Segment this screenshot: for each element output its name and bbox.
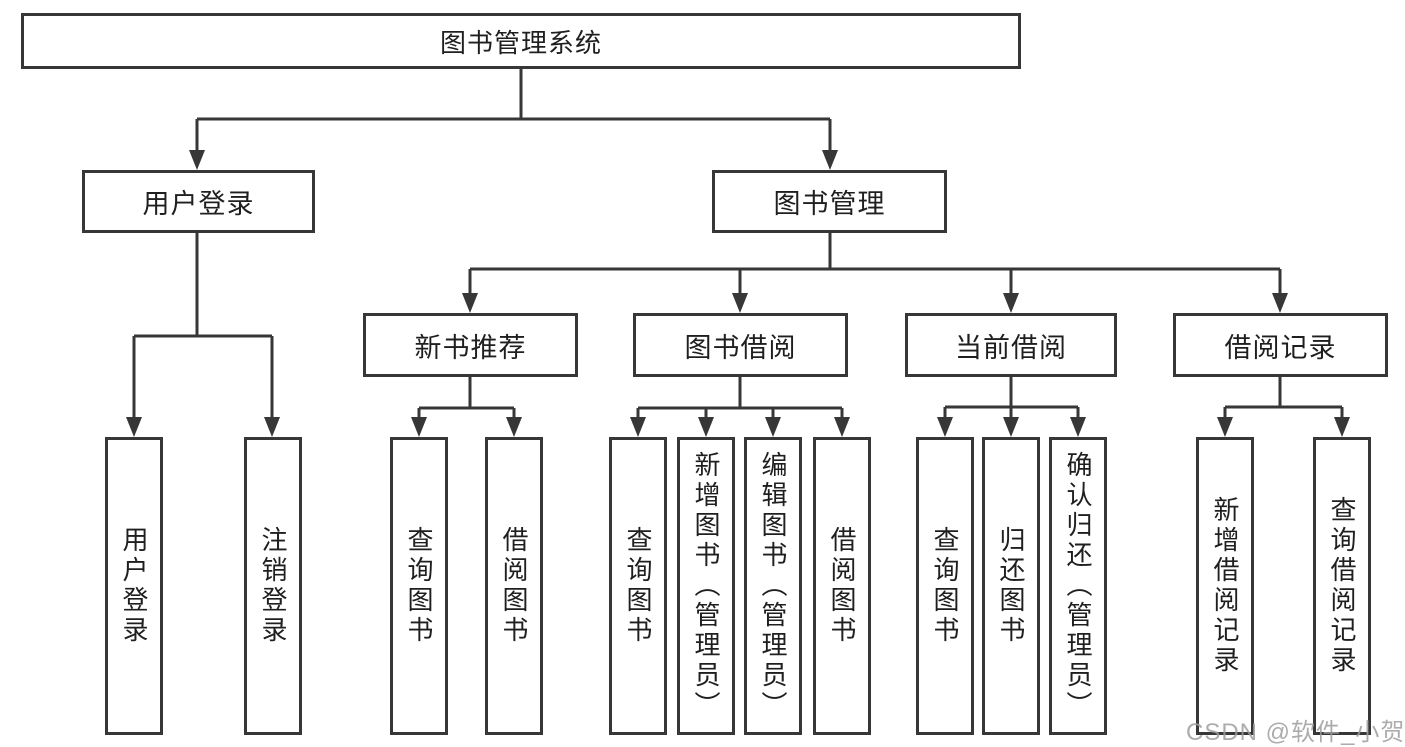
node-book-borrow: 图书借阅 (633, 313, 848, 377)
leaf-query-books-borrow: 查询图书 (609, 437, 667, 735)
arrow-down-icon (264, 417, 280, 437)
leaf-query-books-recommend: 查询图书 (390, 437, 448, 735)
arrow-down-icon (698, 417, 714, 437)
node-borrow-records: 借阅记录 (1173, 313, 1388, 377)
connector-newbook-to-leaves (417, 377, 516, 419)
leaf-label: 查询图书 (930, 526, 960, 646)
leaf-label: 新增借阅记录 (1210, 496, 1240, 676)
leaf-add-borrow-record: 新增借阅记录 (1196, 437, 1254, 735)
leaf-borrow-books-recommend: 借阅图书 (485, 437, 543, 735)
node-library-management-system: 图书管理系统 (21, 13, 1021, 69)
leaf-label: 编辑图书（管理员） (758, 451, 788, 721)
leaf-label: 借阅图书 (499, 526, 529, 646)
node-new-book-recommend: 新书推荐 (363, 313, 578, 377)
arrow-down-icon (189, 150, 205, 170)
leaf-label: 注销登录 (258, 526, 288, 646)
arrow-down-icon (834, 417, 850, 437)
leaf-logout: 注销登录 (244, 437, 302, 735)
arrow-down-icon (411, 417, 427, 437)
node-book-management: 图书管理 (712, 170, 947, 233)
connector-bookborrow-to-leaves (636, 377, 844, 419)
arrow-down-icon (1334, 417, 1350, 437)
arrow-down-icon (462, 293, 478, 313)
leaf-query-borrow-record: 查询借阅记录 (1313, 437, 1371, 735)
connector-bookmgmt-to-level3 (468, 233, 1282, 295)
arrow-down-icon (126, 417, 142, 437)
arrow-down-icon (732, 293, 748, 313)
leaf-query-books-current: 查询图书 (916, 437, 974, 735)
arrow-down-icon (937, 417, 953, 437)
node-current-borrow: 当前借阅 (905, 313, 1117, 377)
arrowhead-icons (126, 150, 1350, 437)
leaf-edit-books-admin: 编辑图书（管理员） (744, 437, 802, 735)
leaf-confirm-return-admin: 确认归还（管理员） (1049, 437, 1107, 735)
arrow-down-icon (1217, 417, 1233, 437)
leaf-label: 查询借阅记录 (1327, 496, 1357, 676)
arrow-down-icon (1070, 417, 1086, 437)
leaf-label: 借阅图书 (827, 526, 857, 646)
leaf-borrow-books: 借阅图书 (813, 437, 871, 735)
connector-currentborrow-to-leaves (943, 377, 1080, 419)
leaf-label: 归还图书 (996, 526, 1026, 646)
leaf-label: 用户登录 (119, 526, 149, 646)
arrow-down-icon (630, 417, 646, 437)
leaf-label: 新增图书（管理员） (691, 451, 721, 721)
leaf-return-books: 归还图书 (982, 437, 1040, 735)
arrow-down-icon (1003, 293, 1019, 313)
arrow-down-icon (506, 417, 522, 437)
leaf-label: 确认归还（管理员） (1063, 451, 1093, 721)
arrow-down-icon (765, 417, 781, 437)
leaf-label: 查询图书 (404, 526, 434, 646)
arrow-down-icon (822, 150, 838, 170)
arrow-down-icon (1003, 417, 1019, 437)
connector-records-to-leaves (1223, 377, 1344, 419)
leaf-user-login: 用户登录 (105, 437, 163, 735)
leaf-add-books-admin: 新增图书（管理员） (677, 437, 735, 735)
csdn-watermark: CSDN @软件_小贺同学 (1186, 719, 1405, 746)
connector-userlogin-to-leaves (132, 233, 274, 419)
arrow-down-icon (1272, 293, 1288, 313)
leaf-label: 查询图书 (623, 526, 653, 646)
node-user-login: 用户登录 (82, 170, 315, 233)
connector-root-to-level2 (195, 69, 832, 152)
